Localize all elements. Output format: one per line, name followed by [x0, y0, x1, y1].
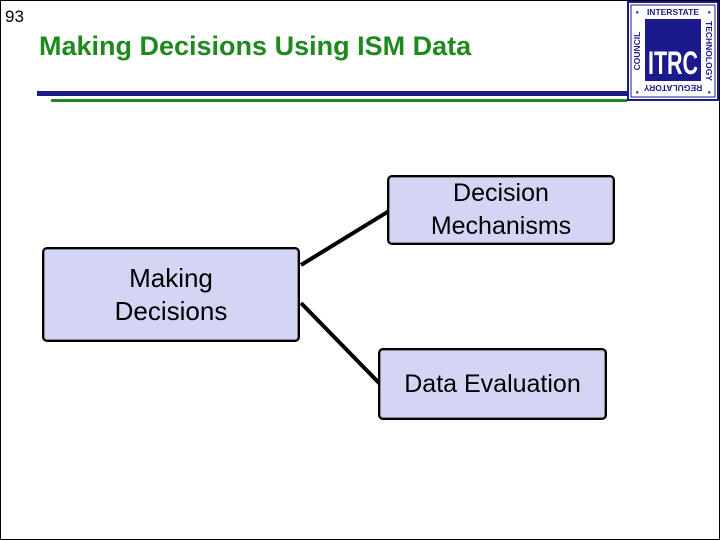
title-rule-blue	[37, 91, 627, 96]
svg-text:★: ★	[635, 90, 640, 96]
logo-bottom-text: REGULATORY	[643, 83, 702, 93]
node-making-decisions-line1: Making	[129, 262, 213, 293]
logo-top-text: INTERSTATE	[647, 7, 699, 17]
connector-to-data-evaluation	[299, 301, 383, 387]
connector-to-decision-mechanisms	[299, 209, 391, 267]
node-data-evaluation: Data Evaluation	[378, 348, 607, 420]
svg-text:★: ★	[707, 90, 712, 96]
itrc-logo: INTERSTATE REGULATORY COUNCIL TECHNOLOGY…	[627, 1, 719, 101]
node-data-evaluation-label: Data Evaluation	[404, 369, 581, 398]
node-making-decisions: Making Decisions	[42, 247, 300, 342]
logo-right-text: TECHNOLOGY	[704, 21, 714, 81]
slide-title: Making Decisions Using ISM Data	[39, 31, 472, 61]
node-decision-mechanisms-line1: Decision	[453, 179, 549, 207]
svg-text:★: ★	[707, 10, 712, 16]
node-making-decisions-line2: Decisions	[114, 295, 228, 326]
title-rule-green	[51, 99, 627, 102]
node-decision-mechanisms-line2: Mechanisms	[430, 212, 572, 240]
node-decision-mechanisms: Decision Mechanisms	[387, 175, 615, 245]
svg-text:★: ★	[635, 10, 640, 16]
logo-left-text: COUNCIL	[632, 32, 642, 71]
logo-center-text: ITRC	[648, 45, 698, 81]
slide-number: 93	[5, 7, 24, 26]
